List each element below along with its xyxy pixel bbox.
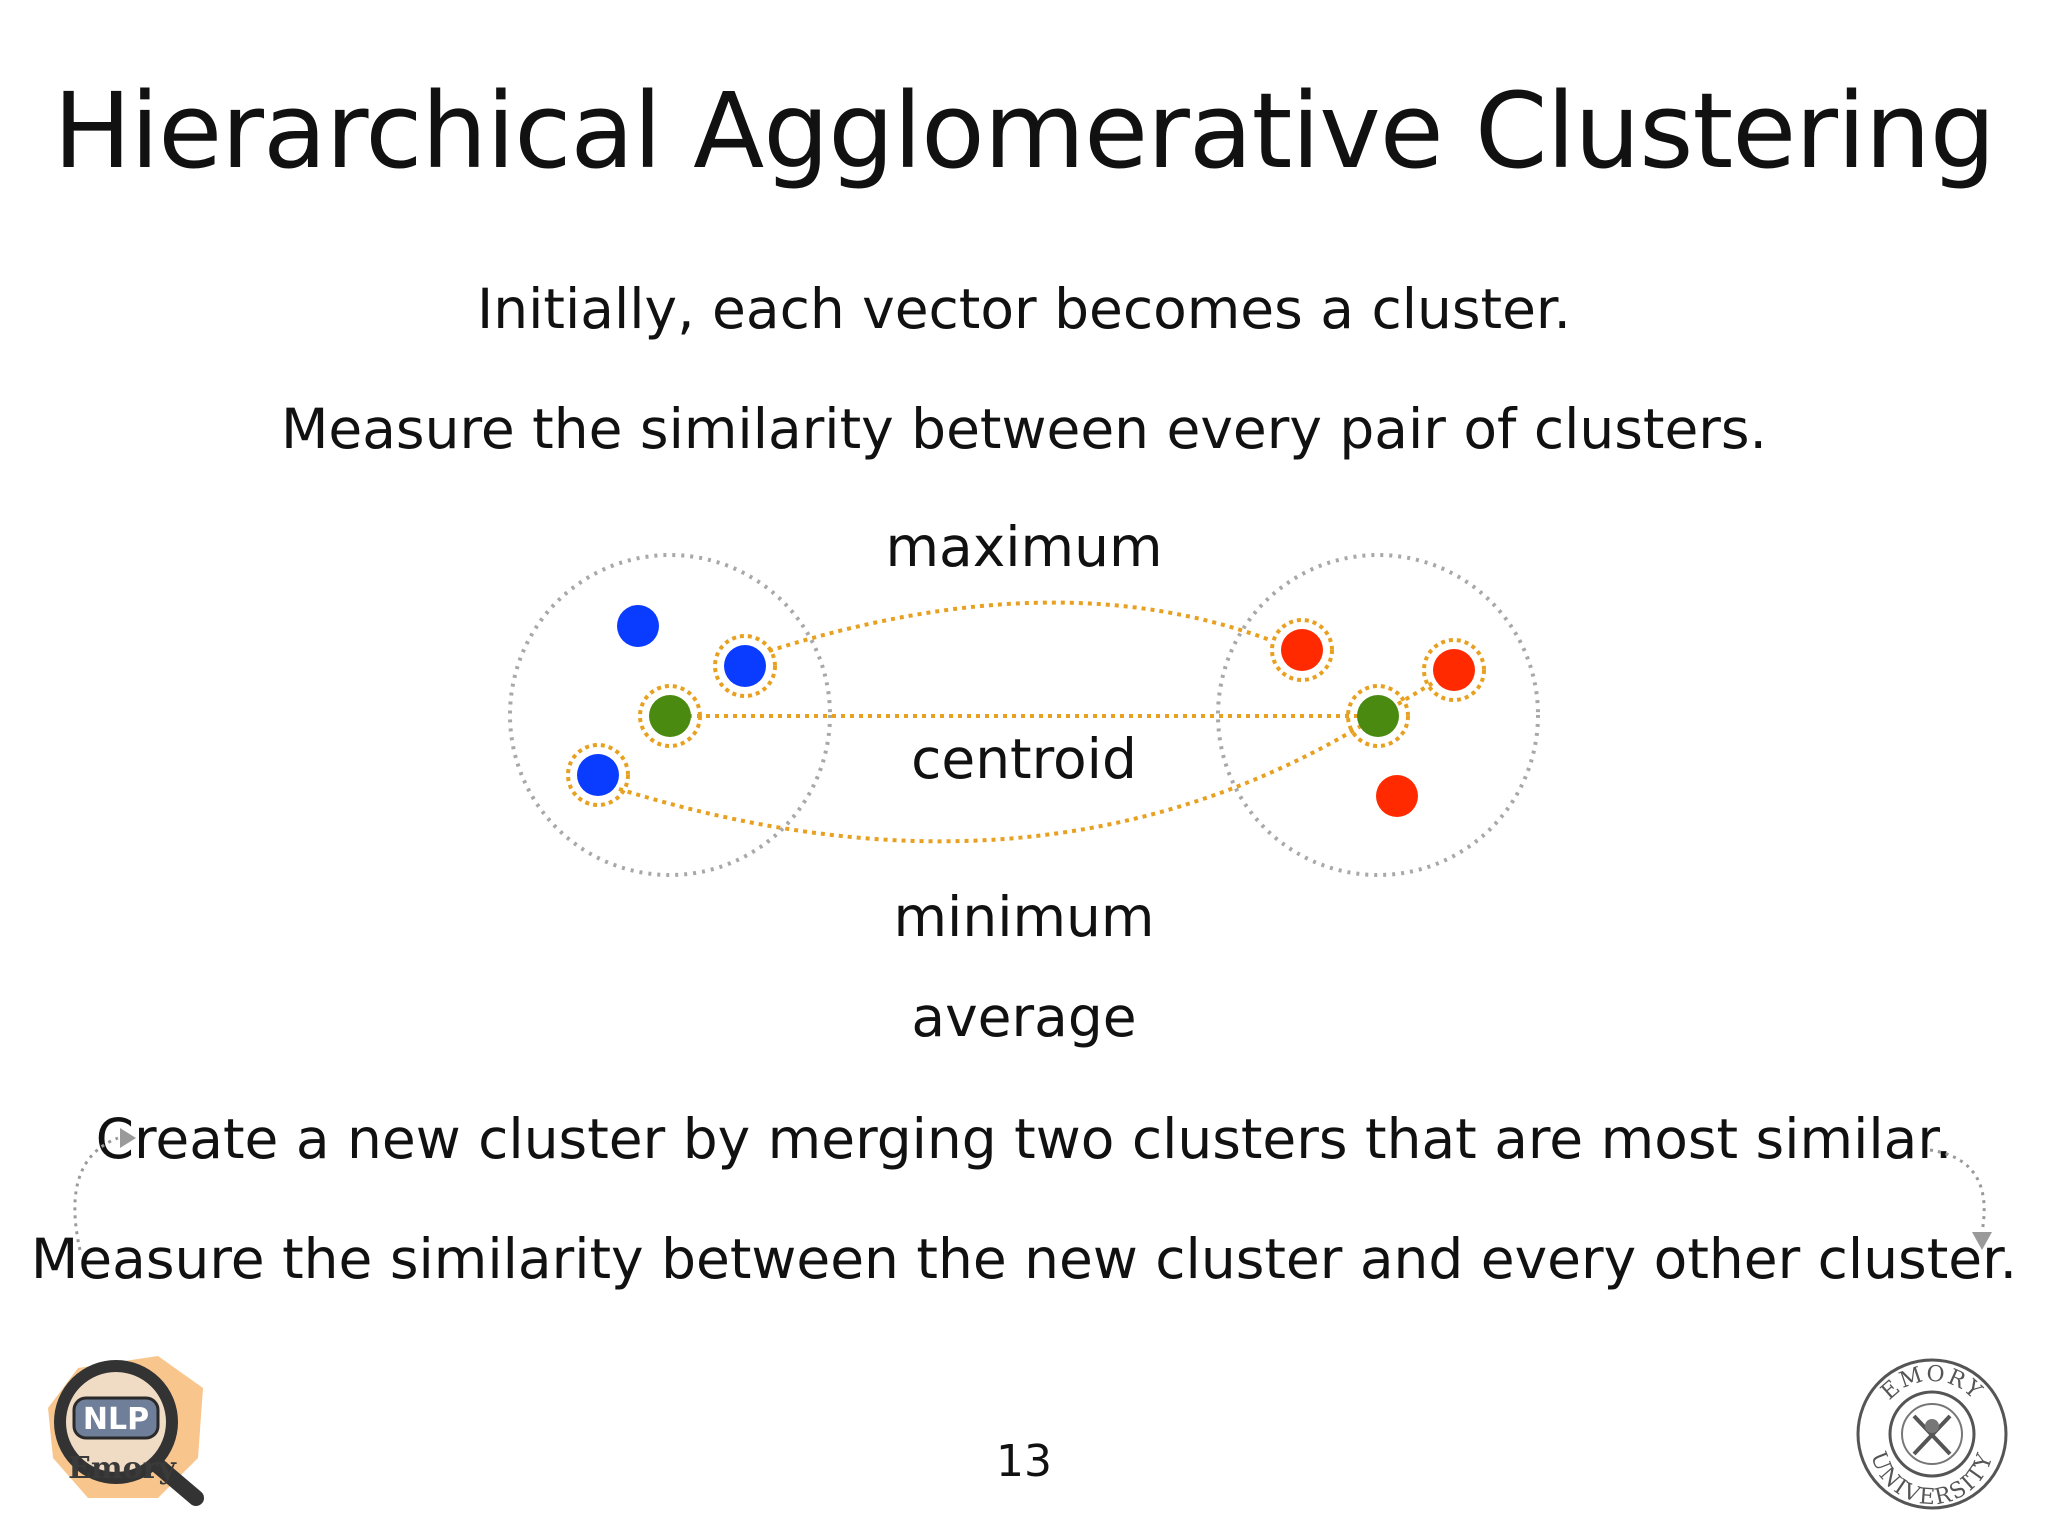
red-point-highlight-ring bbox=[1422, 638, 1486, 702]
seal-outer-ring bbox=[1856, 1358, 2008, 1510]
blue-point bbox=[577, 754, 619, 796]
right-loop-arrow bbox=[1929, 1148, 1986, 1233]
step-initialize-text: Initially, each vector becomes a cluster… bbox=[477, 277, 1571, 341]
step-measure-pairs-text: Measure the similarity between every pai… bbox=[280, 397, 1768, 461]
blue-point-highlight-ring bbox=[713, 634, 777, 698]
blue-point bbox=[724, 645, 766, 687]
nlp-emory-logo: NLP Emory bbox=[48, 1356, 204, 1506]
minimum-linkage-label: minimum bbox=[893, 885, 1155, 949]
emory-script-text: Emory bbox=[68, 1451, 177, 1486]
blue-point bbox=[617, 605, 659, 647]
maximum-linkage-label: maximum bbox=[885, 515, 1163, 579]
right-cluster-outline bbox=[1216, 553, 1540, 877]
nlp-badge bbox=[72, 1396, 160, 1440]
maximum-link-line bbox=[768, 600, 1271, 653]
step-remeasure-text: Measure the similarity between the new c… bbox=[30, 1227, 2018, 1291]
emory-university-seal: EMORY UNIVERSITY bbox=[1856, 1358, 2008, 1510]
centroid-linkage-label: centroid bbox=[911, 727, 1137, 791]
page-number: 13 bbox=[996, 1436, 1052, 1487]
green-centroid-point bbox=[649, 695, 691, 737]
seal-inner-ring bbox=[1888, 1390, 1976, 1478]
magnifier-handle-icon bbox=[148, 1456, 204, 1506]
seal-bottom-text: UNIVERSITY bbox=[1865, 1448, 1999, 1510]
red-point-highlight-ring bbox=[1270, 618, 1334, 682]
left-arrow-head-icon bbox=[120, 1128, 136, 1148]
blue-point-highlight-ring bbox=[566, 743, 630, 807]
slide-title: Hierarchical Agglomerative Clustering bbox=[53, 70, 1996, 192]
minimum-link-line bbox=[618, 721, 1368, 844]
seal-top-text: EMORY bbox=[1876, 1361, 1987, 1405]
seal-torch-icon bbox=[1912, 1414, 1952, 1456]
average-linkage-label: average bbox=[911, 985, 1137, 1049]
left-loop-arrow bbox=[73, 1136, 119, 1251]
left-cluster-outline bbox=[508, 553, 832, 877]
right-arrow-head-icon bbox=[1972, 1232, 1992, 1250]
green-centroid-point bbox=[1357, 695, 1399, 737]
step-merge-text: Create a new cluster by merging two clus… bbox=[95, 1107, 1953, 1171]
red-point bbox=[1433, 649, 1475, 691]
centroid-highlight-ring bbox=[638, 684, 702, 748]
seal-flame-icon bbox=[1925, 1419, 1939, 1433]
red-point bbox=[1281, 629, 1323, 671]
seal-center-ring bbox=[1901, 1403, 1963, 1465]
centroid-to-point-link-line bbox=[1396, 679, 1438, 706]
nlp-badge-text: NLP bbox=[83, 1402, 149, 1437]
red-point bbox=[1376, 775, 1418, 817]
centroid-highlight-ring bbox=[1346, 684, 1410, 748]
